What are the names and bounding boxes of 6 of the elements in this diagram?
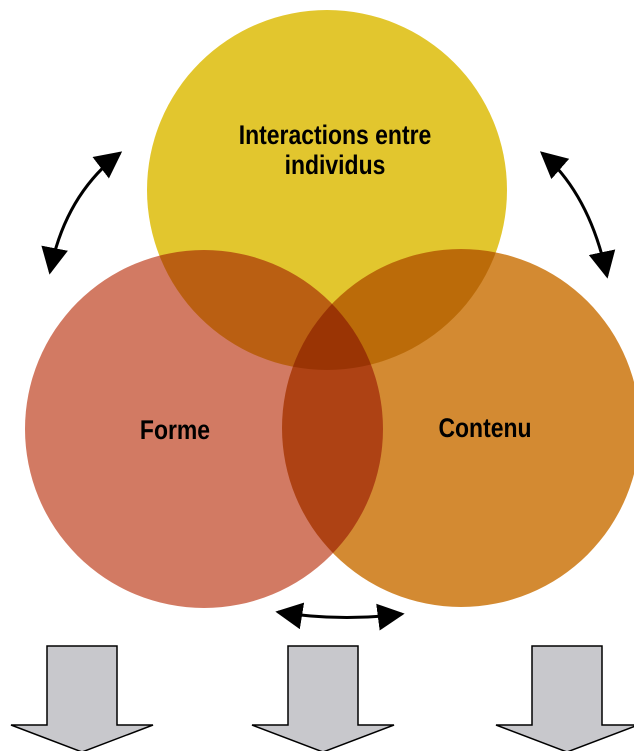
double-arrow — [540, 151, 615, 279]
double-arrow — [275, 602, 405, 630]
double-arrow — [42, 151, 122, 275]
circle-label: Interactions entre individus — [238, 120, 432, 180]
circle-label: Contenu — [437, 413, 533, 443]
circle-label: Forme — [138, 415, 212, 445]
